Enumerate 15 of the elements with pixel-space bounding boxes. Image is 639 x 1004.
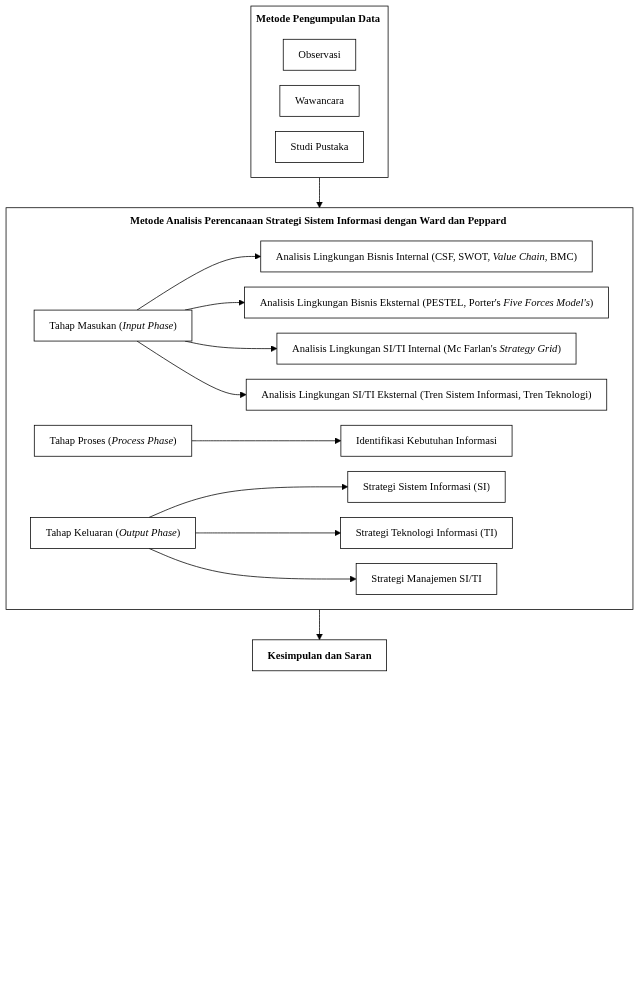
node-box: Strategi Teknologi Informasi (TI) bbox=[340, 517, 513, 549]
node-box: Identifikasi Kebutuhan Informasi bbox=[340, 424, 513, 457]
node-box: Kesimpulan dan Saran bbox=[252, 639, 387, 672]
node-box: Analisis Lingkungan Bisnis Internal (CSF, SWOT, Value Chain, BMC) bbox=[260, 240, 593, 273]
node-box: Studi Pustaka bbox=[275, 131, 364, 163]
node-box: Observasi bbox=[282, 38, 357, 71]
node-box: Analisis Lingkungan SI/TI Eksternal (Tren Sistem Informasi, Tren Teknologi) bbox=[245, 378, 608, 411]
node-box: Strategi Sistem Informasi (SI) bbox=[347, 471, 506, 503]
node-box: Analisis Lingkungan Bisnis Eksternal (PESTEL, Porter's Five Forces Model's) bbox=[244, 286, 609, 319]
node-box: Strategi Manajemen SI/TI bbox=[355, 563, 498, 595]
node-box: Tahap Masukan (Input Phase) bbox=[33, 309, 193, 342]
node-box: Wawancara bbox=[279, 85, 360, 117]
node-box: Tahap Proses (Process Phase) bbox=[33, 424, 193, 457]
node-box: Analisis Lingkungan SI/TI Internal (Mc Farlan's Strategy Grid) bbox=[276, 332, 577, 365]
node-box: Tahap Keluaran (Output Phase) bbox=[30, 517, 196, 549]
